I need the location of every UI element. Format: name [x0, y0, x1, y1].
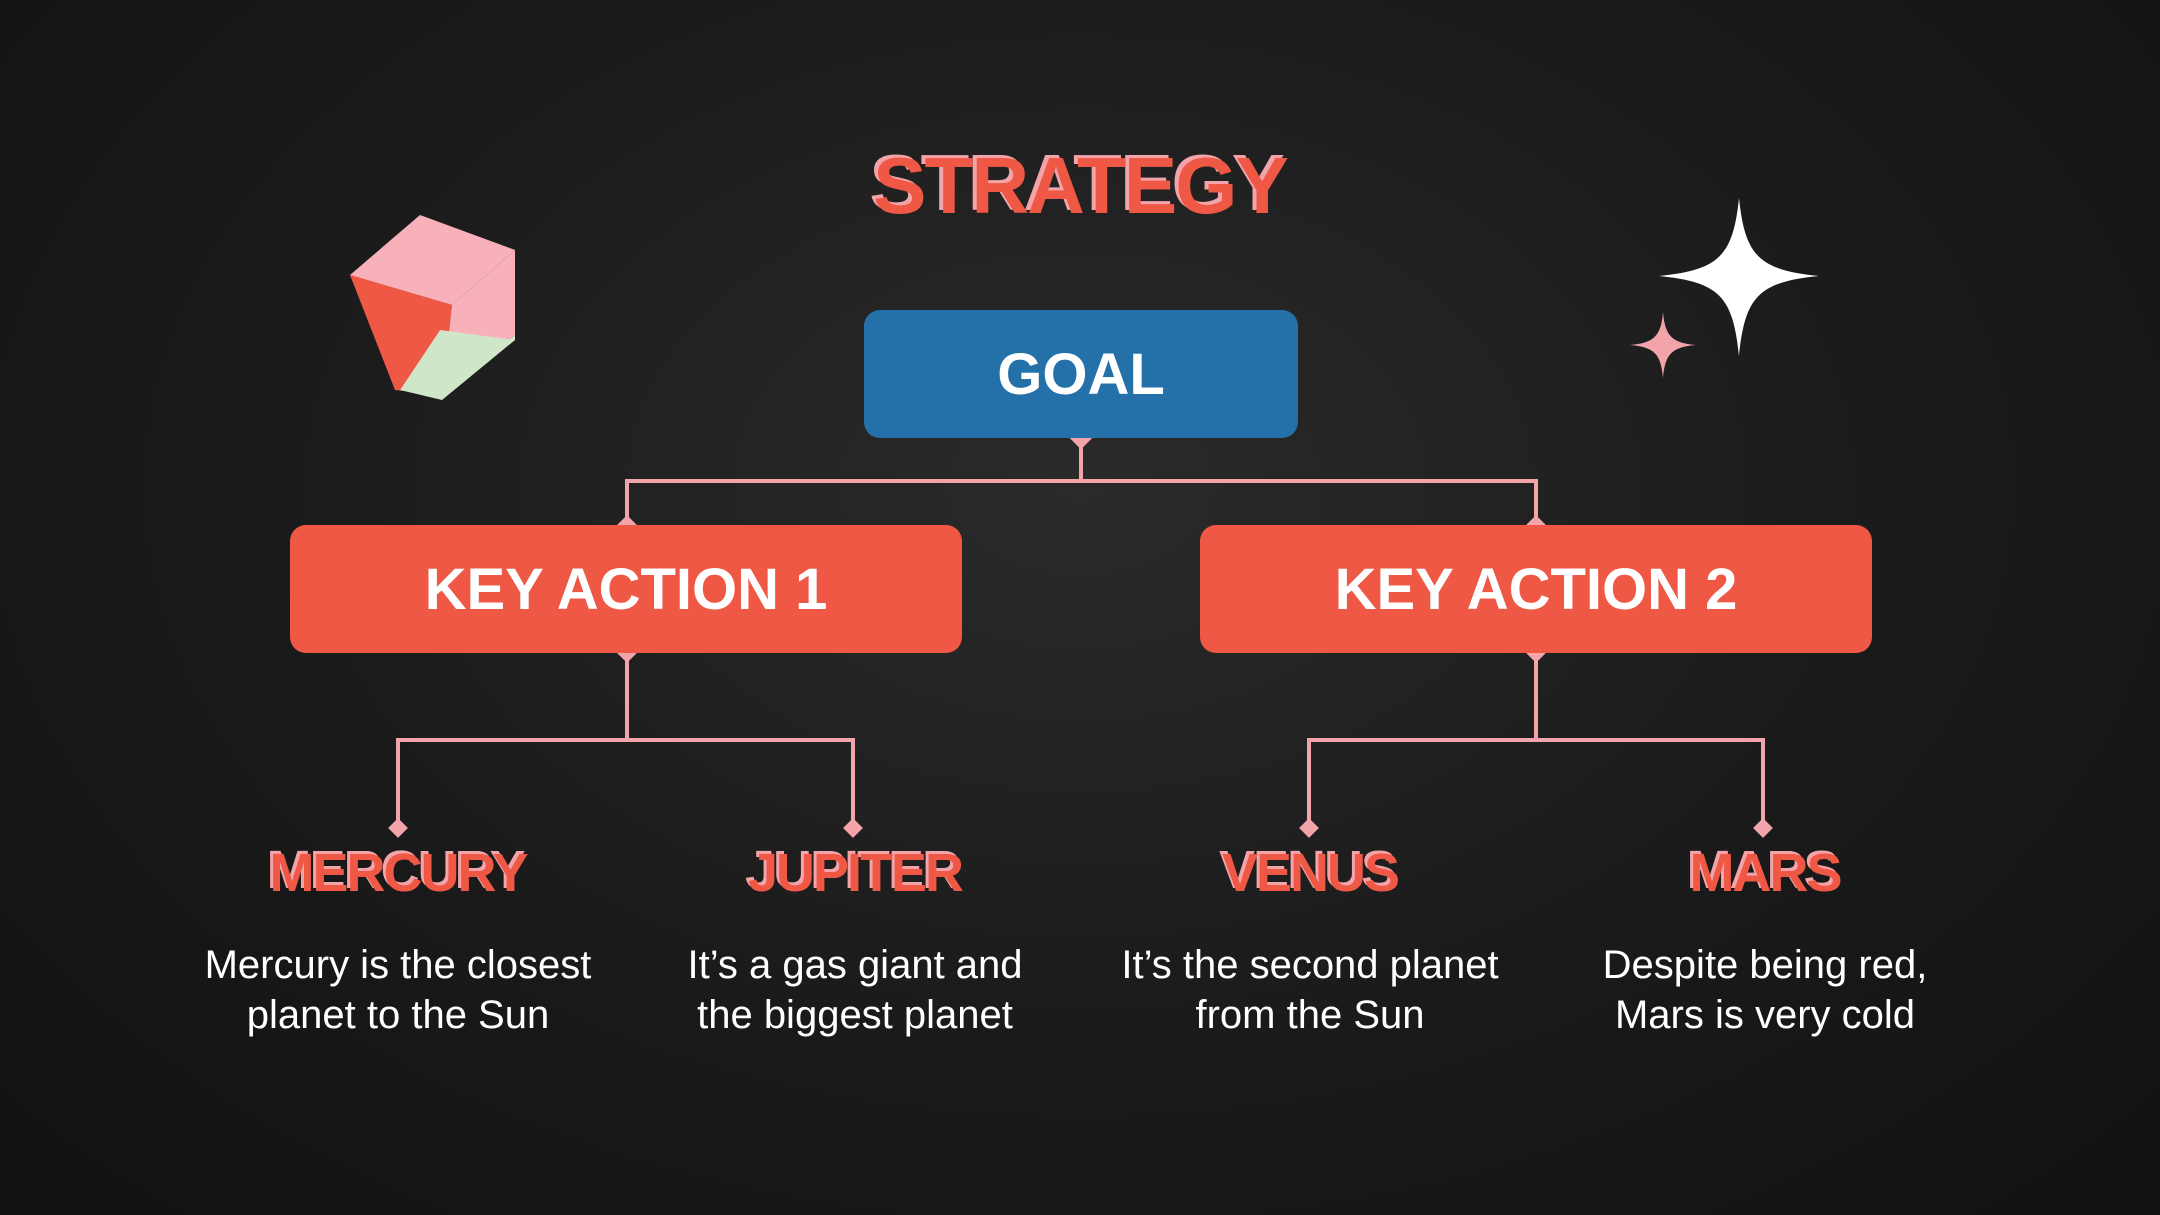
connector-action2-items: [1307, 653, 1538, 828]
connector-node: [843, 818, 863, 838]
item-text-line: Despite being red,: [1602, 943, 1928, 987]
item-text-line: Mars is very cold: [1614, 993, 1916, 1037]
item-text-line: It’s a gas giant and: [687, 943, 1023, 987]
connector-node: [388, 818, 408, 838]
connector-action1-jupiter: [627, 738, 855, 828]
connector-action2-mars: [1536, 738, 1765, 828]
connector-node: [1753, 818, 1773, 838]
item-title-mercury: MERCURY: [269, 843, 528, 903]
sparkle-small-icon: [1630, 312, 1696, 378]
item-text-jupiter: It’s a gas giant and the biggest planet: [625, 940, 1085, 1040]
key-action-2-box: KEY ACTION 2: [1200, 525, 1872, 653]
connector-goal-actions: [625, 438, 1083, 525]
item-title-jupiter: JUPITER: [747, 843, 964, 903]
sparkle-icon: [1659, 198, 1819, 356]
item-title-mars: MARS: [1689, 843, 1843, 903]
item-text-mercury: Mercury is the closest planet to the Sun: [168, 940, 628, 1040]
item-text-line: from the Sun: [1195, 993, 1425, 1037]
cube-icon: [350, 215, 515, 400]
item-text-venus: It’s the second planet from the Sun: [1080, 940, 1540, 1040]
connector-node: [1299, 818, 1319, 838]
item-text-line: the biggest planet: [697, 993, 1013, 1037]
connector-goal-action2: [1081, 479, 1538, 525]
goal-box: GOAL: [864, 310, 1298, 438]
item-title-venus: VENUS: [1221, 843, 1400, 903]
slide-title: STRATEGY: [873, 141, 1289, 230]
key-action-1-box: KEY ACTION 1: [290, 525, 962, 653]
item-text-mars: Despite being red, Mars is very cold: [1535, 940, 1995, 1040]
item-text-line: planet to the Sun: [246, 993, 550, 1037]
item-text-line: It’s the second planet: [1121, 943, 1499, 987]
connector-action1-items: [396, 653, 629, 828]
item-text-line: Mercury is the closest: [204, 943, 592, 987]
